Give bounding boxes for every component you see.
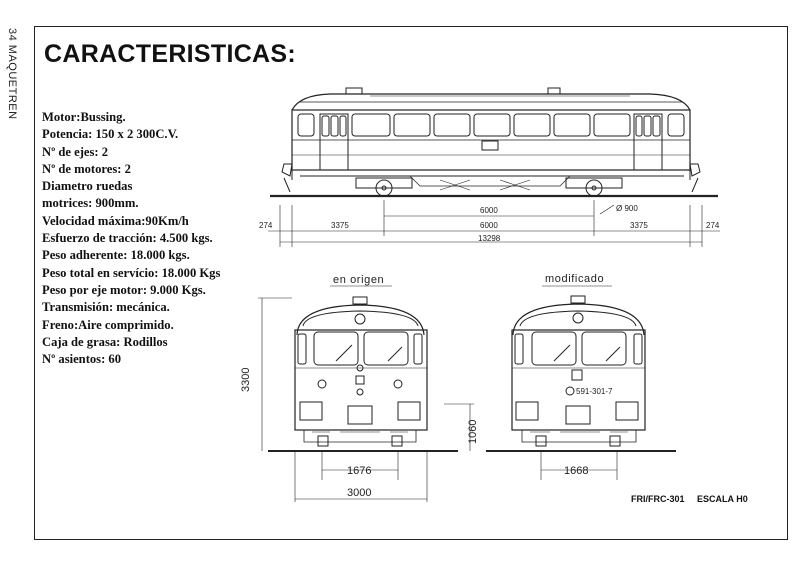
spec-item: Peso por eje motor: 9.000 Kgs. xyxy=(42,282,206,297)
view-label-original: en origen xyxy=(333,274,384,286)
spec-item: Nº de motores: 2 xyxy=(42,161,131,176)
railcar-front-view-original xyxy=(268,296,458,452)
specifications-list: Motor:Bussing. Potencia: 150 x 2 300C.V.… xyxy=(42,109,220,368)
dim-height: 3300 xyxy=(240,368,252,392)
dim-gauge-modified: 1668 xyxy=(564,465,588,477)
right-end-dimensions xyxy=(540,452,618,480)
dim-overhang-right: 274 xyxy=(706,221,720,230)
left-end-dimensions xyxy=(258,297,474,502)
dim-axle-base: 6000 xyxy=(480,206,498,215)
spec-item: Nº de ejes: 2 xyxy=(42,144,109,159)
dim-gauge-original: 1676 xyxy=(347,465,371,477)
spec-item: Potencia: 150 x 2 300C.V. xyxy=(42,127,179,142)
spec-item: Velocidad máxima:90Km/h xyxy=(42,213,189,228)
railcar-side-view xyxy=(270,87,718,198)
scale-reference: ESCALA H0 xyxy=(697,494,748,504)
railcar-front-view-modified xyxy=(486,295,676,452)
page-frame xyxy=(34,26,788,540)
drawing-footer: FRI/FRC-301 ESCALA H0 xyxy=(631,494,748,504)
dim-total-length: 13298 xyxy=(478,234,501,243)
plate-number-modified: 591-301-7 xyxy=(576,387,613,396)
dim-span-left: 3375 xyxy=(331,221,349,230)
spec-item: Diametro ruedas xyxy=(42,179,133,194)
dim-width: 3000 xyxy=(347,487,371,499)
dim-span-right: 3375 xyxy=(630,221,648,230)
magazine-page-label: 34 MAQUETREN xyxy=(6,28,18,120)
dim-overhang-left: 274 xyxy=(259,221,273,230)
model-reference: FRI/FRC-301 xyxy=(631,494,685,504)
spec-item: Motor:Bussing. xyxy=(42,110,126,124)
side-view-dimensions xyxy=(268,200,720,247)
view-label-modified: modificado xyxy=(545,273,604,285)
spec-item: Caja de grasa: Rodillos xyxy=(42,334,168,349)
dim-wheel-diameter: Ø 900 xyxy=(616,204,638,213)
spec-item: Peso total en servício: 18.000 Kgs xyxy=(42,265,221,280)
spec-item: Peso adherente: 18.000 kgs. xyxy=(42,248,190,263)
page-title: CARACTERISTICAS: xyxy=(44,40,297,68)
spec-item: motrices: 900mm. xyxy=(42,196,139,211)
spec-item: Freno:Aire comprimido. xyxy=(42,317,174,332)
spec-item: Esfuerzo de tracción: 4.500 kgs. xyxy=(42,231,213,246)
dim-floor-height: 1060 xyxy=(467,420,479,444)
spec-item: Nº asientos: 60 xyxy=(42,352,122,367)
spec-item: Transmisión: mecánica. xyxy=(42,300,170,315)
dim-axle-base-lower: 6000 xyxy=(480,221,498,230)
